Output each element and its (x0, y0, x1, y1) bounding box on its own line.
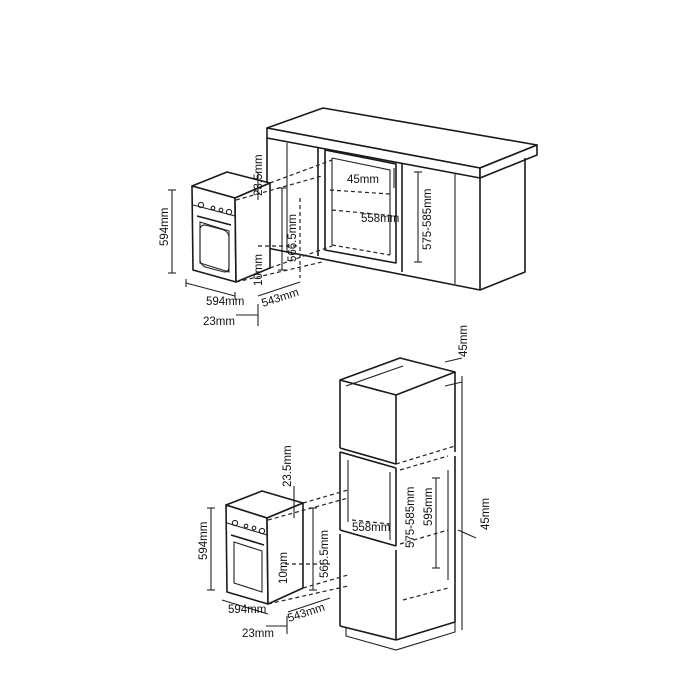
top-gap-10-label: 10mm (253, 254, 265, 286)
top-width-558-label: 558mm (361, 213, 399, 225)
top-depth-23-5-label: 23.5mm (253, 154, 265, 196)
bottom-depth-23-5-label: 23.5mm (282, 445, 294, 487)
bottom-front-23-label: 23mm (242, 628, 274, 640)
bottom-height-595-label: 595mm (423, 488, 435, 526)
top-depth-543-label: 543mm (260, 287, 300, 310)
top-width-594-label: 594mm (206, 296, 244, 308)
bottom-depth-45-side-label: 45mm (480, 498, 492, 530)
top-height-594-label: 594mm (159, 208, 171, 246)
tall-cabinet (339, 357, 463, 651)
top-oven (168, 159, 422, 326)
top-front-23-label: 23mm (203, 316, 235, 328)
bottom-depth-45-top-label: 45mm (458, 325, 470, 357)
bottom-width-594-label: 594mm (228, 604, 266, 616)
top-height-575-585-label: 575-585mm (422, 189, 434, 250)
bottom-gap-10-label: 10mm (278, 552, 290, 584)
bottom-height-566-5-label: 566.5mm (319, 530, 331, 578)
bottom-height-575-585-label: 575-585mm (405, 487, 417, 548)
bottom-height-594-label: 594mm (198, 522, 210, 560)
bottom-width-558-label: 558mm (352, 522, 390, 534)
bottom-oven (207, 357, 477, 634)
bottom-depth-543-label: 543mm (286, 602, 326, 625)
under-counter-cabinet (266, 107, 538, 291)
top-depth-45-label: 45mm (347, 174, 379, 186)
top-height-566-5-label: 566.5mm (287, 214, 299, 262)
